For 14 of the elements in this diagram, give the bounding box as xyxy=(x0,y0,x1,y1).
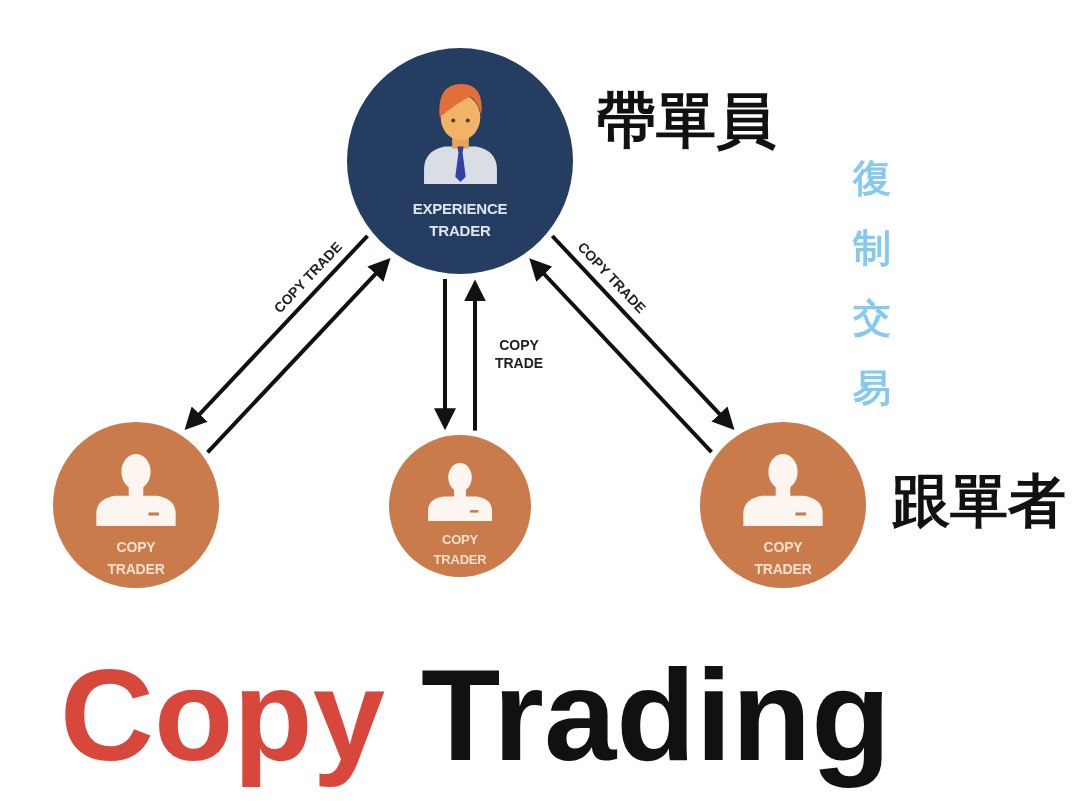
arrow xyxy=(550,234,735,430)
arrow xyxy=(184,234,369,431)
arrow xyxy=(434,279,456,431)
node-label: EXPERIENCE TRADER xyxy=(411,199,509,241)
arrow xyxy=(206,258,391,454)
title: Copy Trading xyxy=(60,641,891,790)
node-label: COPY TRADER xyxy=(753,538,813,579)
side-label: 跟單者 xyxy=(892,468,1066,535)
node-label: COPY TRADER xyxy=(106,538,166,579)
arrow xyxy=(529,258,713,454)
side-label: 帶單員 xyxy=(596,86,776,155)
arrow xyxy=(464,279,486,431)
node-label: COPY TRADER xyxy=(432,531,488,569)
vertical-label: 復制交易 xyxy=(853,155,891,412)
